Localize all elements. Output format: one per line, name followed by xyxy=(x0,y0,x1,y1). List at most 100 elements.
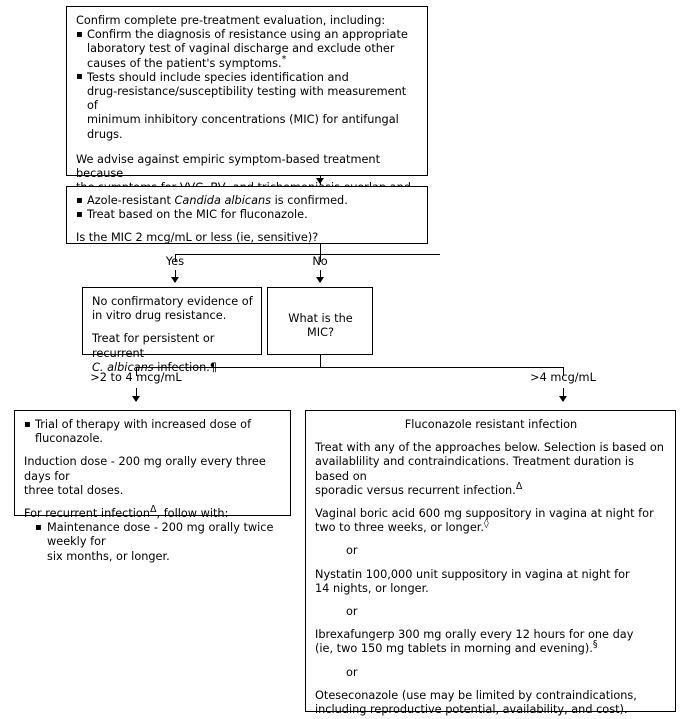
confirmed-question: Is the MIC 2 mcg/mL or less (ie, sensiti… xyxy=(76,231,319,245)
confirmed-bullet1-pre: Azole-resistant xyxy=(87,194,175,207)
connector-confirmed-split xyxy=(175,254,321,255)
connector-mic-stem xyxy=(320,355,321,367)
spacer xyxy=(315,619,667,628)
resistant-heading: Fluconazole resistant infection xyxy=(404,418,578,431)
node-increased-dose-fluconazole: Trial of therapy with increased dose of … xyxy=(14,410,291,563)
footnote-marker-delta: Δ xyxy=(515,481,523,493)
arrowhead-icon xyxy=(559,396,567,402)
connector-branch-gt4 xyxy=(563,367,564,376)
footnote-marker-diamond: ◊ xyxy=(484,518,489,530)
connector-branch-2to4 xyxy=(136,367,137,376)
nc-line2: in vitro drug resistance. xyxy=(92,309,227,323)
arrowhead-icon xyxy=(316,178,324,184)
ibrex-line1: Ibrexafungerp 300 mg orally every 12 hou… xyxy=(315,628,634,642)
nystatin-line1: Nystatin 100,000 unit suppository in vag… xyxy=(315,567,630,581)
node-azole-resistant-confirmed: Azole-resistant Candida albicans is conf… xyxy=(66,186,428,244)
edge-label-mic-2-to-4: >2 to 4 mcg/mL xyxy=(90,371,182,384)
connector-branch-no xyxy=(320,254,321,262)
or-separator-1: or xyxy=(346,544,358,558)
what-is-mic-text: What is the MIC? xyxy=(288,312,353,340)
maint-line2: six months, or longer. xyxy=(47,549,170,563)
edge-label-no: No xyxy=(312,255,328,268)
node-what-is-the-mic: What is the MIC? xyxy=(267,287,373,355)
spacer xyxy=(315,432,667,441)
list-item: Trial of therapy with increased dose of … xyxy=(24,417,282,446)
species-name: Candida albicans xyxy=(174,194,272,207)
recurrent-infection-line: For recurrent infectionΔ, follow with: xyxy=(24,504,282,521)
spacer xyxy=(24,446,282,455)
spacer xyxy=(315,680,667,689)
list-item: Maintenance dose - 200 mg orally twice w… xyxy=(35,521,282,564)
connector-no-down xyxy=(320,270,321,282)
spacer xyxy=(76,142,419,153)
connector-confirmed-stem xyxy=(320,244,321,254)
node-fluconazole-resistant-infection: Fluconazole resistant infection Treat wi… xyxy=(305,410,676,716)
or-separator-2: or xyxy=(346,605,358,619)
recurrent-pre: For recurrent infection xyxy=(24,507,151,521)
bullet1-line3: causes of the patient's symptoms. xyxy=(87,56,282,70)
spacer xyxy=(315,596,667,605)
maintenance-bullets: Maintenance dose - 200 mg orally twice w… xyxy=(24,521,282,564)
connector-confirmed-split-right xyxy=(320,254,440,255)
recurrent-post: , follow with: xyxy=(156,507,229,521)
bullet2-line1: Tests should include species identificat… xyxy=(87,70,349,84)
connector-yes-down xyxy=(175,270,176,282)
arrowhead-icon xyxy=(316,277,324,283)
induction-dose-text: Induction dose - 200 mg orally every thr… xyxy=(24,455,282,498)
connector-2to4-down xyxy=(136,388,137,401)
nystatin-line2: 14 nights, or longer. xyxy=(315,581,429,595)
connector-mic-split-right xyxy=(320,367,564,368)
ibrex-line2: (ie, two 150 mg tablets in morning and e… xyxy=(315,642,593,656)
nc-line3: Treat for persistent or recurrent xyxy=(92,332,215,360)
list-item: Treat based on the MIC for fluconazole. xyxy=(76,208,419,222)
bullet2-line2: drug-resistance/susceptibility testing w… xyxy=(87,85,407,113)
edge-label-mic-greater-4: >4 mcg/mL xyxy=(530,371,596,384)
or-separator-3: or xyxy=(346,665,358,679)
arrowhead-icon xyxy=(171,277,179,283)
option-boric-acid: Vaginal boric acid 600 mg suppository in… xyxy=(315,507,667,535)
boric-line1: Vaginal boric acid 600 mg suppository in… xyxy=(315,507,654,521)
list-item: Tests should include species identificat… xyxy=(76,70,419,142)
edge-label-yes: Yes xyxy=(165,255,185,268)
spacer xyxy=(76,222,419,231)
footnote-marker-section: § xyxy=(592,639,598,651)
pretreatment-lead: Confirm complete pre-treatment evaluatio… xyxy=(76,14,386,27)
spacer xyxy=(315,498,667,507)
connector-branch-yes xyxy=(175,254,176,262)
otese-line2: including reproductive potential, availa… xyxy=(315,703,628,717)
intro-line2: availablility and contraindications. Tre… xyxy=(315,455,634,483)
confirmed-bullets: Azole-resistant Candida albicans is conf… xyxy=(76,193,419,222)
spacer xyxy=(92,323,253,332)
bullet1-line1: Confirm the diagnosis of resistance usin… xyxy=(87,28,408,42)
increased-dose-bullets: Trial of therapy with increased dose of … xyxy=(24,417,282,446)
list-item: Azole-resistant Candida albicans is conf… xyxy=(76,193,419,208)
node-no-confirmatory-evidence: No confirmatory evidence of in vitro dru… xyxy=(82,287,262,374)
otese-line1: Oteseconazole (use may be limited by con… xyxy=(315,688,637,702)
intro-line3: sporadic versus recurrent infection. xyxy=(315,483,516,497)
bullet1-line2: laboratory test of vaginal discharge and… xyxy=(87,42,395,56)
option-nystatin: Nystatin 100,000 unit suppository in vag… xyxy=(315,568,667,596)
option-oteseconazole: Oteseconazole (use may be limited by con… xyxy=(315,689,667,717)
footnote-marker-delta: Δ xyxy=(150,504,157,516)
connector-mic-split-left xyxy=(136,367,321,368)
pretreatment-bullets: Confirm the diagnosis of resistance usin… xyxy=(76,28,419,142)
confirmed-bullet1-post: is confirmed. xyxy=(271,194,348,207)
footnote-marker-asterisk: * xyxy=(281,53,287,65)
spacer xyxy=(315,535,667,544)
no-confirmatory-treat: Treat for persistent or recurrent C. alb… xyxy=(92,332,253,375)
induction-line1: Induction dose - 200 mg orally every thr… xyxy=(24,455,266,483)
boric-line2: two to three weeks, or longer. xyxy=(315,521,485,535)
induction-line2: three total doses. xyxy=(24,483,124,497)
list-item: Confirm the diagnosis of resistance usin… xyxy=(76,28,419,71)
no-confirmatory-text: No confirmatory evidence of in vitro dru… xyxy=(92,295,253,323)
note-line1: We advise against empiric symptom-based … xyxy=(76,152,380,181)
arrowhead-icon xyxy=(132,396,140,402)
resistant-intro: Treat with any of the approaches below. … xyxy=(315,441,667,498)
node-pretreatment-evaluation: Confirm complete pre-treatment evaluatio… xyxy=(66,6,428,237)
option-ibrexafungerp: Ibrexafungerp 300 mg orally every 12 hou… xyxy=(315,628,667,656)
maint-line1: Maintenance dose - 200 mg orally twice w… xyxy=(47,521,274,549)
bullet2-line3: minimum inhibitory concentrations (MIC) … xyxy=(87,113,399,141)
spacer xyxy=(315,657,667,666)
intro-line1: Treat with any of the approaches below. … xyxy=(315,441,664,455)
